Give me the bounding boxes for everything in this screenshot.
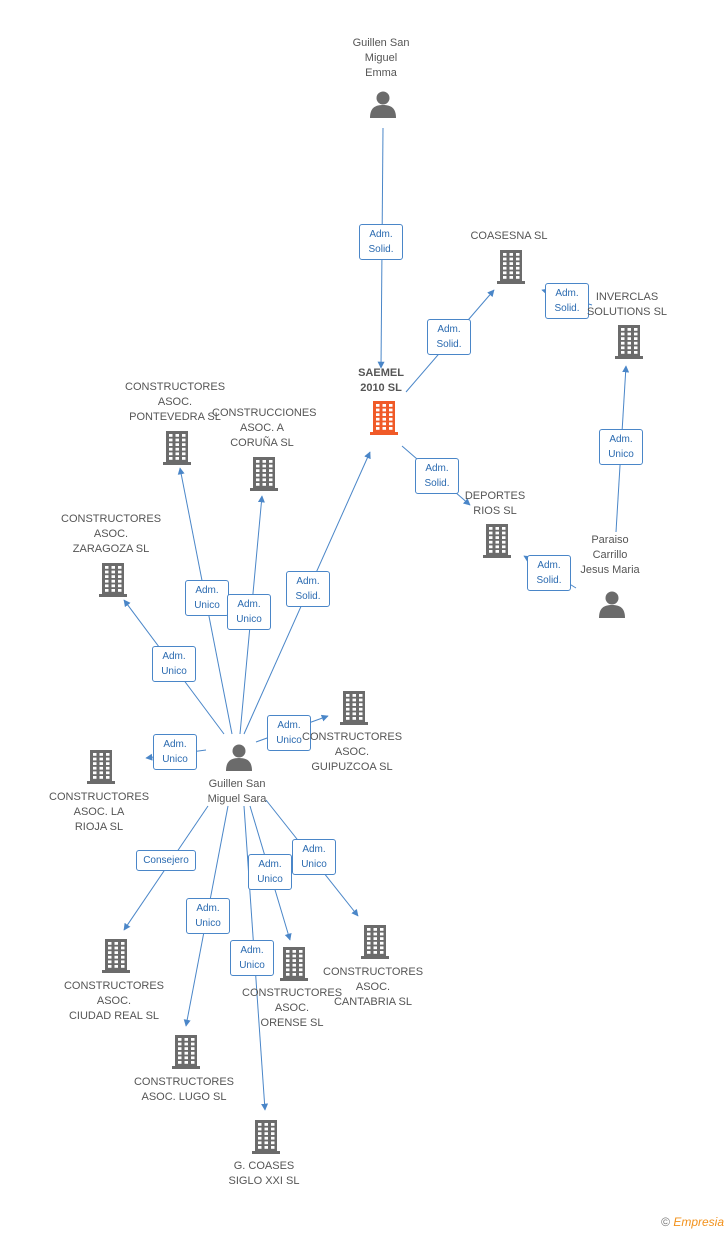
edge-label-sara-to-cantabria[interactable]: Adm. Unico <box>292 839 336 875</box>
building-icon[interactable] <box>280 947 308 981</box>
node-lugo[interactable]: CONSTRUCTORES ASOC. LUGO SL <box>129 1075 239 1105</box>
edge-label-paraiso-to-deportes[interactable]: Adm. Solid. <box>527 555 571 591</box>
node-label: CONSTRUCTORES ASOC. LA RIOJA SL <box>49 791 150 833</box>
node-saemel[interactable]: SAEMEL 2010 SL <box>346 366 416 396</box>
person-icon[interactable] <box>225 743 253 771</box>
node-label: CONSTRUCTORES ASOC. CANTABRIA SL <box>323 966 424 1008</box>
building-icon[interactable] <box>102 939 130 973</box>
node-gipuzcoa[interactable]: CONSTRUCTORES ASOC. GUIPUZCOA SL <box>302 730 402 775</box>
edge-label-sara-to-ciudadreal[interactable]: Consejero <box>136 850 196 871</box>
edge-label-sara-to-lugo[interactable]: Adm. Unico <box>186 898 230 934</box>
node-label: CONSTRUCTORES ASOC. PONTEVEDRA SL <box>125 381 226 423</box>
node-label: COASESNA SL <box>470 230 548 242</box>
node-label: CONSTRUCTORES ASOC. ORENSE SL <box>242 987 343 1029</box>
building-icon[interactable] <box>163 431 191 465</box>
edge-label-sara-to-orense[interactable]: Adm. Unico <box>248 854 292 890</box>
edge-label-sara-to-coruna[interactable]: Adm. Unico <box>227 594 271 630</box>
node-pontevedra[interactable]: CONSTRUCTORES ASOC. PONTEVEDRA SL <box>125 380 225 425</box>
building-icon[interactable] <box>172 1035 200 1069</box>
edge-label-sara-to-zaragoza[interactable]: Adm. Unico <box>152 646 196 682</box>
node-coasesna[interactable]: COASESNA SL <box>464 229 554 244</box>
node-orense[interactable]: CONSTRUCTORES ASOC. ORENSE SL <box>242 986 342 1031</box>
node-label: Guillen San Miguel Sara <box>207 778 267 805</box>
node-label: CONSTRUCTORES ASOC. ZARAGOZA SL <box>61 513 162 555</box>
building-icon[interactable] <box>340 691 368 725</box>
node-paraiso[interactable]: Paraiso Carrillo Jesus Maria <box>570 533 650 578</box>
node-cantabria[interactable]: CONSTRUCTORES ASOC. CANTABRIA SL <box>323 965 423 1010</box>
building-icon[interactable] <box>252 1120 280 1154</box>
edge-label-emma-to-saemel[interactable]: Adm. Solid. <box>359 224 403 260</box>
node-label: G. COASES SIGLO XXI SL <box>228 1160 300 1187</box>
edge-label-saemel-to-deportes[interactable]: Adm. Solid. <box>415 458 459 494</box>
building-icon[interactable] <box>615 325 643 359</box>
node-label: CONSTRUCTORES ASOC. LUGO SL <box>133 1076 235 1103</box>
edge-label-inverclas-to-coasesna[interactable]: Adm. Solid. <box>545 283 589 319</box>
node-coruna[interactable]: CONSTRUCCIONES ASOC. A CORUÑA SL <box>212 406 317 451</box>
node-inverclas[interactable]: INVERCLAS SOLUTIONS SL <box>582 290 672 320</box>
footer-brand: © Empresia <box>661 1215 724 1229</box>
node-deportes[interactable]: DEPORTES RIOS SL <box>455 489 535 519</box>
person-icon[interactable] <box>369 90 397 118</box>
node-label: DEPORTES RIOS SL <box>464 490 526 517</box>
edge-label-saemel-to-coasesna[interactable]: Adm. Solid. <box>427 319 471 355</box>
node-label: CONSTRUCTORES ASOC. CIUDAD REAL SL <box>63 980 165 1022</box>
building-icon[interactable] <box>370 401 398 435</box>
node-label: Paraiso Carrillo Jesus Maria <box>580 534 640 576</box>
node-label: Guillen San Miguel Emma <box>352 37 410 79</box>
building-icon[interactable] <box>361 925 389 959</box>
node-label: INVERCLAS SOLUTIONS SL <box>586 291 668 318</box>
node-sara[interactable]: Guillen San Miguel Sara <box>192 777 282 807</box>
building-icon[interactable] <box>483 524 511 558</box>
edge-label-sara-to-gipuzcoa[interactable]: Adm. Unico <box>267 715 311 751</box>
brand-logo-text: Empresia <box>673 1215 724 1229</box>
node-label: SAEMEL 2010 SL <box>358 367 404 394</box>
copyright-mark: © <box>661 1215 670 1229</box>
edge-label-sara-to-rioja[interactable]: Adm. Unico <box>153 734 197 770</box>
node-label: CONSTRUCCIONES ASOC. A CORUÑA SL <box>212 407 317 449</box>
node-zaragoza[interactable]: CONSTRUCTORES ASOC. ZARAGOZA SL <box>61 512 161 557</box>
edge-label-paraiso-to-inverclas[interactable]: Adm. Unico <box>599 429 643 465</box>
node-rioja[interactable]: CONSTRUCTORES ASOC. LA RIOJA SL <box>49 790 149 835</box>
building-icon[interactable] <box>99 563 127 597</box>
node-emma[interactable]: Guillen San Miguel Emma <box>336 36 426 81</box>
building-icon[interactable] <box>250 457 278 491</box>
edge-label-sara-to-pontevedra[interactable]: Adm. Unico <box>185 580 229 616</box>
person-icon[interactable] <box>598 590 626 618</box>
node-label: CONSTRUCTORES ASOC. GUIPUZCOA SL <box>302 731 403 773</box>
building-icon[interactable] <box>87 750 115 784</box>
node-ciudadreal[interactable]: CONSTRUCTORES ASOC. CIUDAD REAL SL <box>59 979 169 1024</box>
edge-label-sara-to-saemel[interactable]: Adm. Solid. <box>286 571 330 607</box>
edge-label-sara-to-siglo[interactable]: Adm. Unico <box>230 940 274 976</box>
building-icon[interactable] <box>497 250 525 284</box>
node-siglo[interactable]: G. COASES SIGLO XXI SL <box>214 1159 314 1189</box>
